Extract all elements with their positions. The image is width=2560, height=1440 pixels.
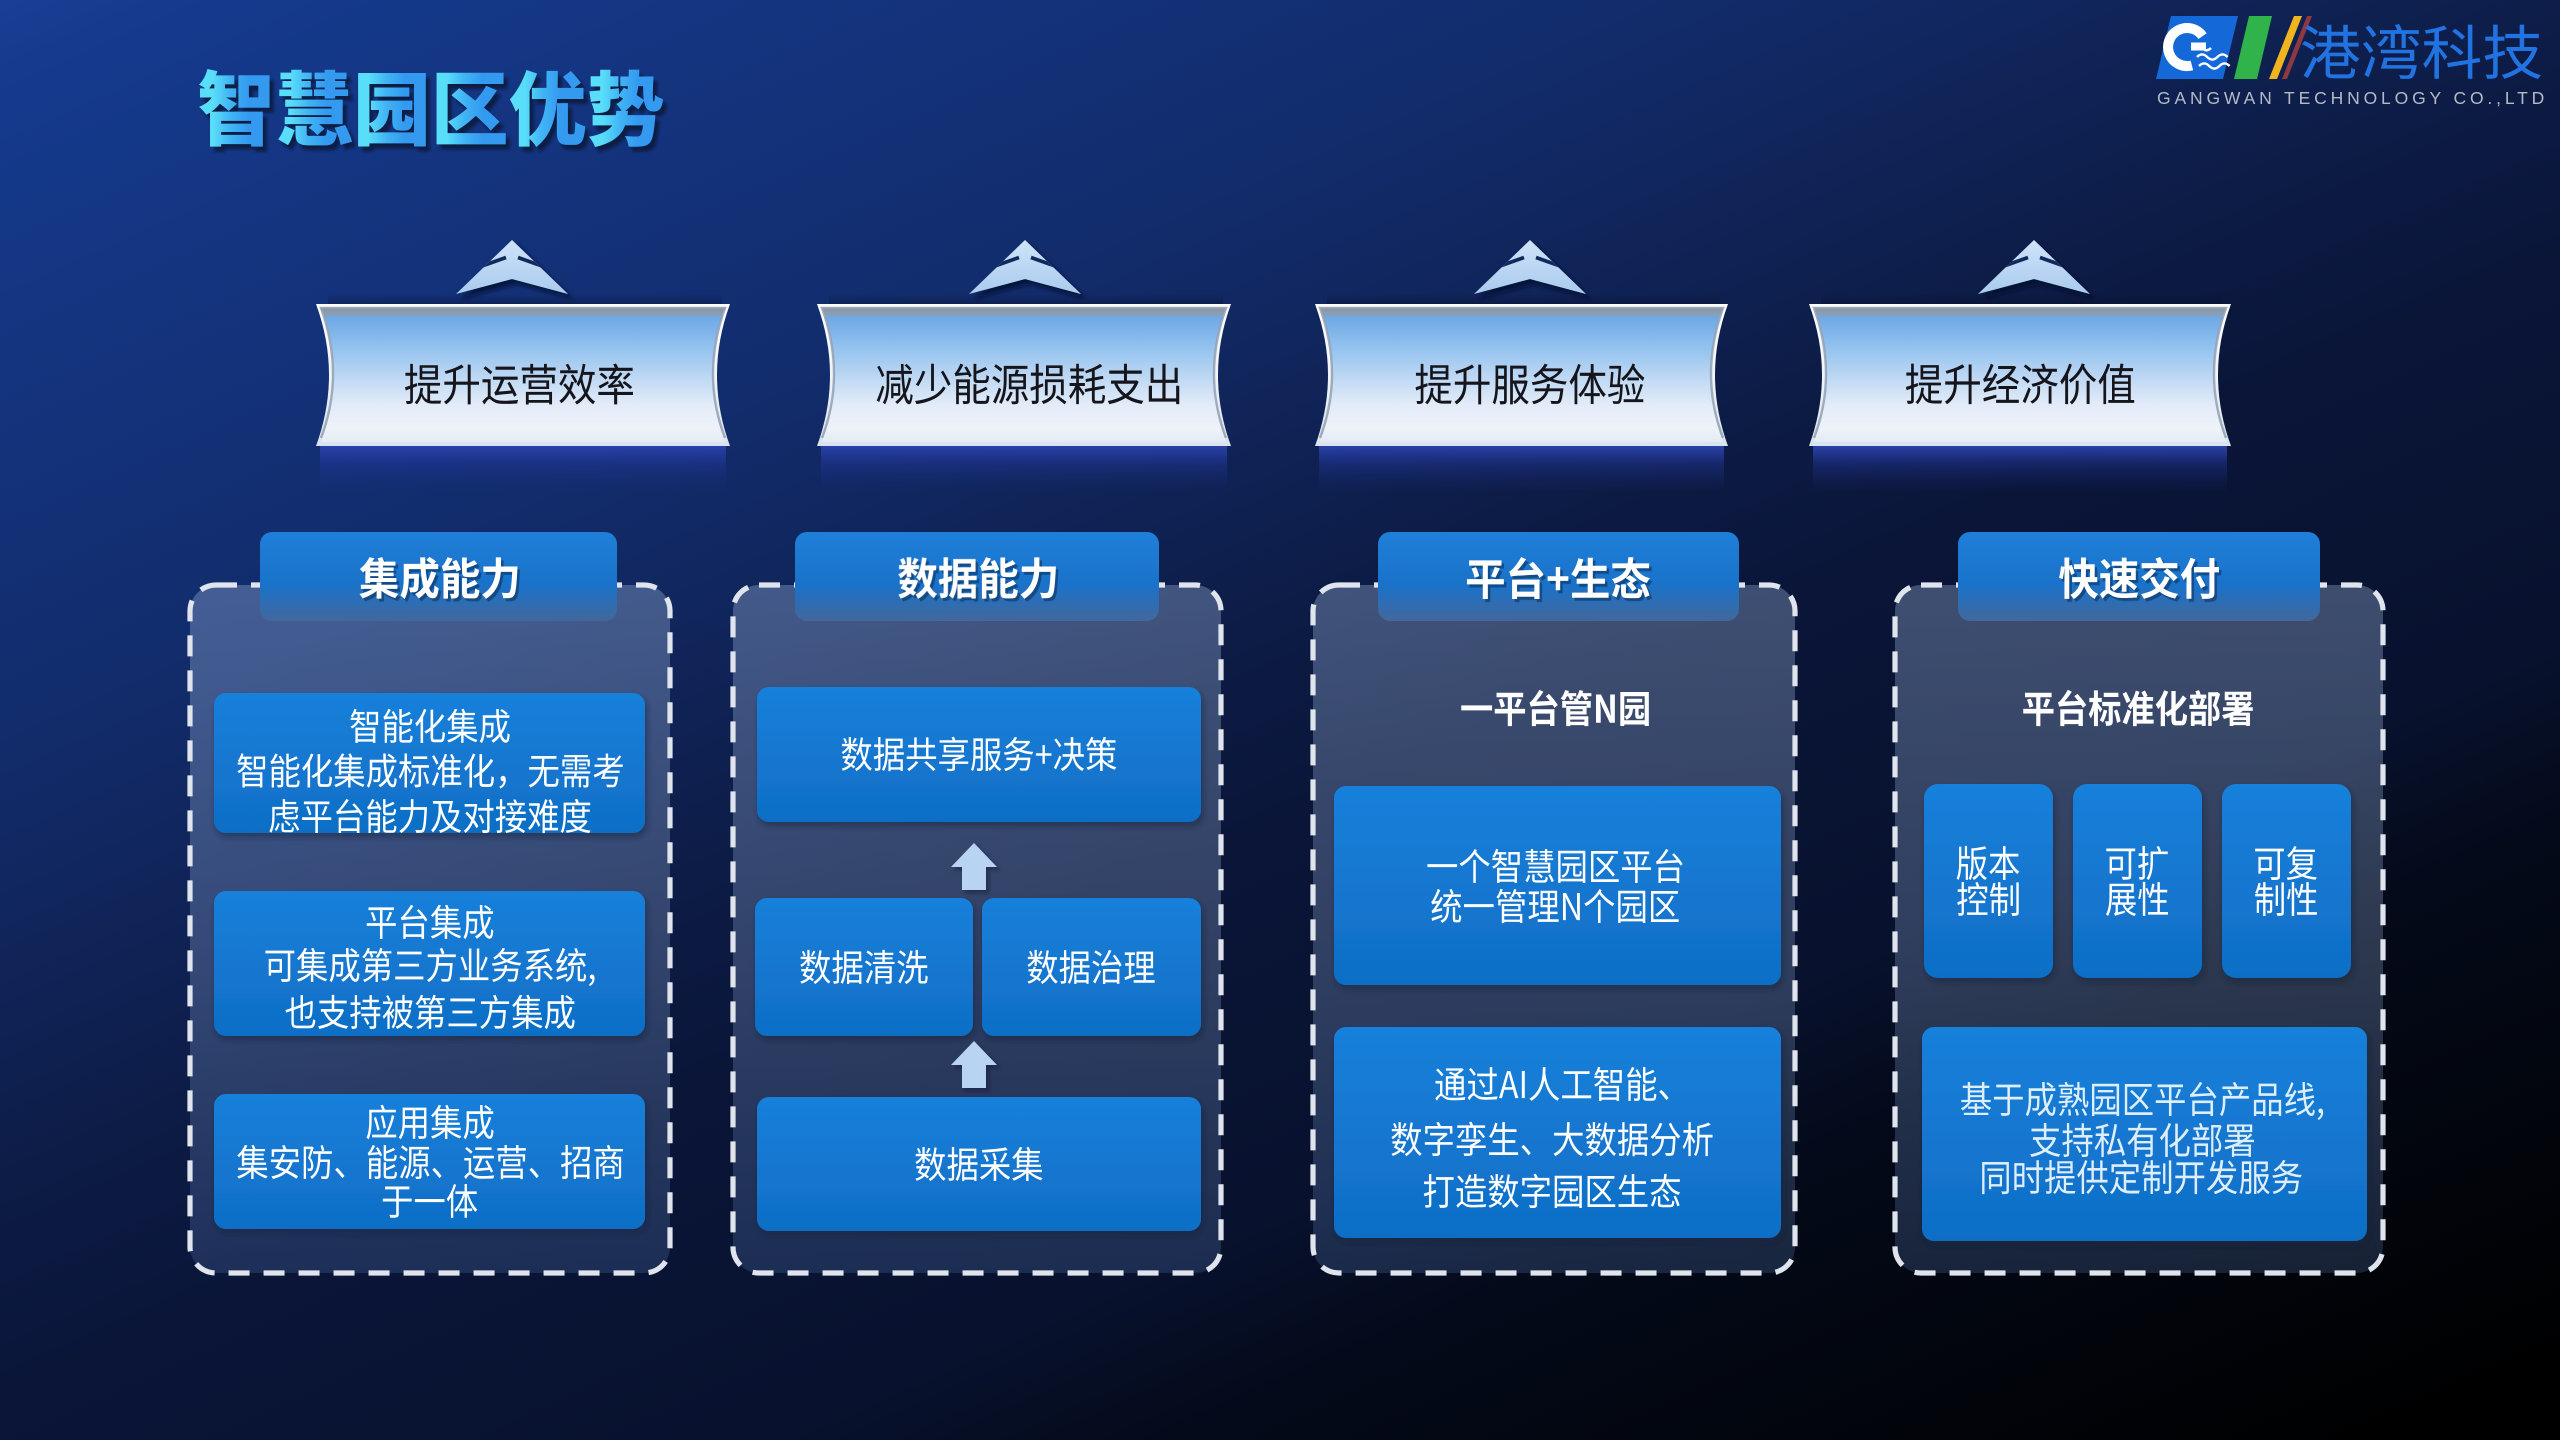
svg-text:GANGWAN TECHNOLOGY CO.,LTD: GANGWAN TECHNOLOGY CO.,LTD — [2157, 88, 2548, 108]
